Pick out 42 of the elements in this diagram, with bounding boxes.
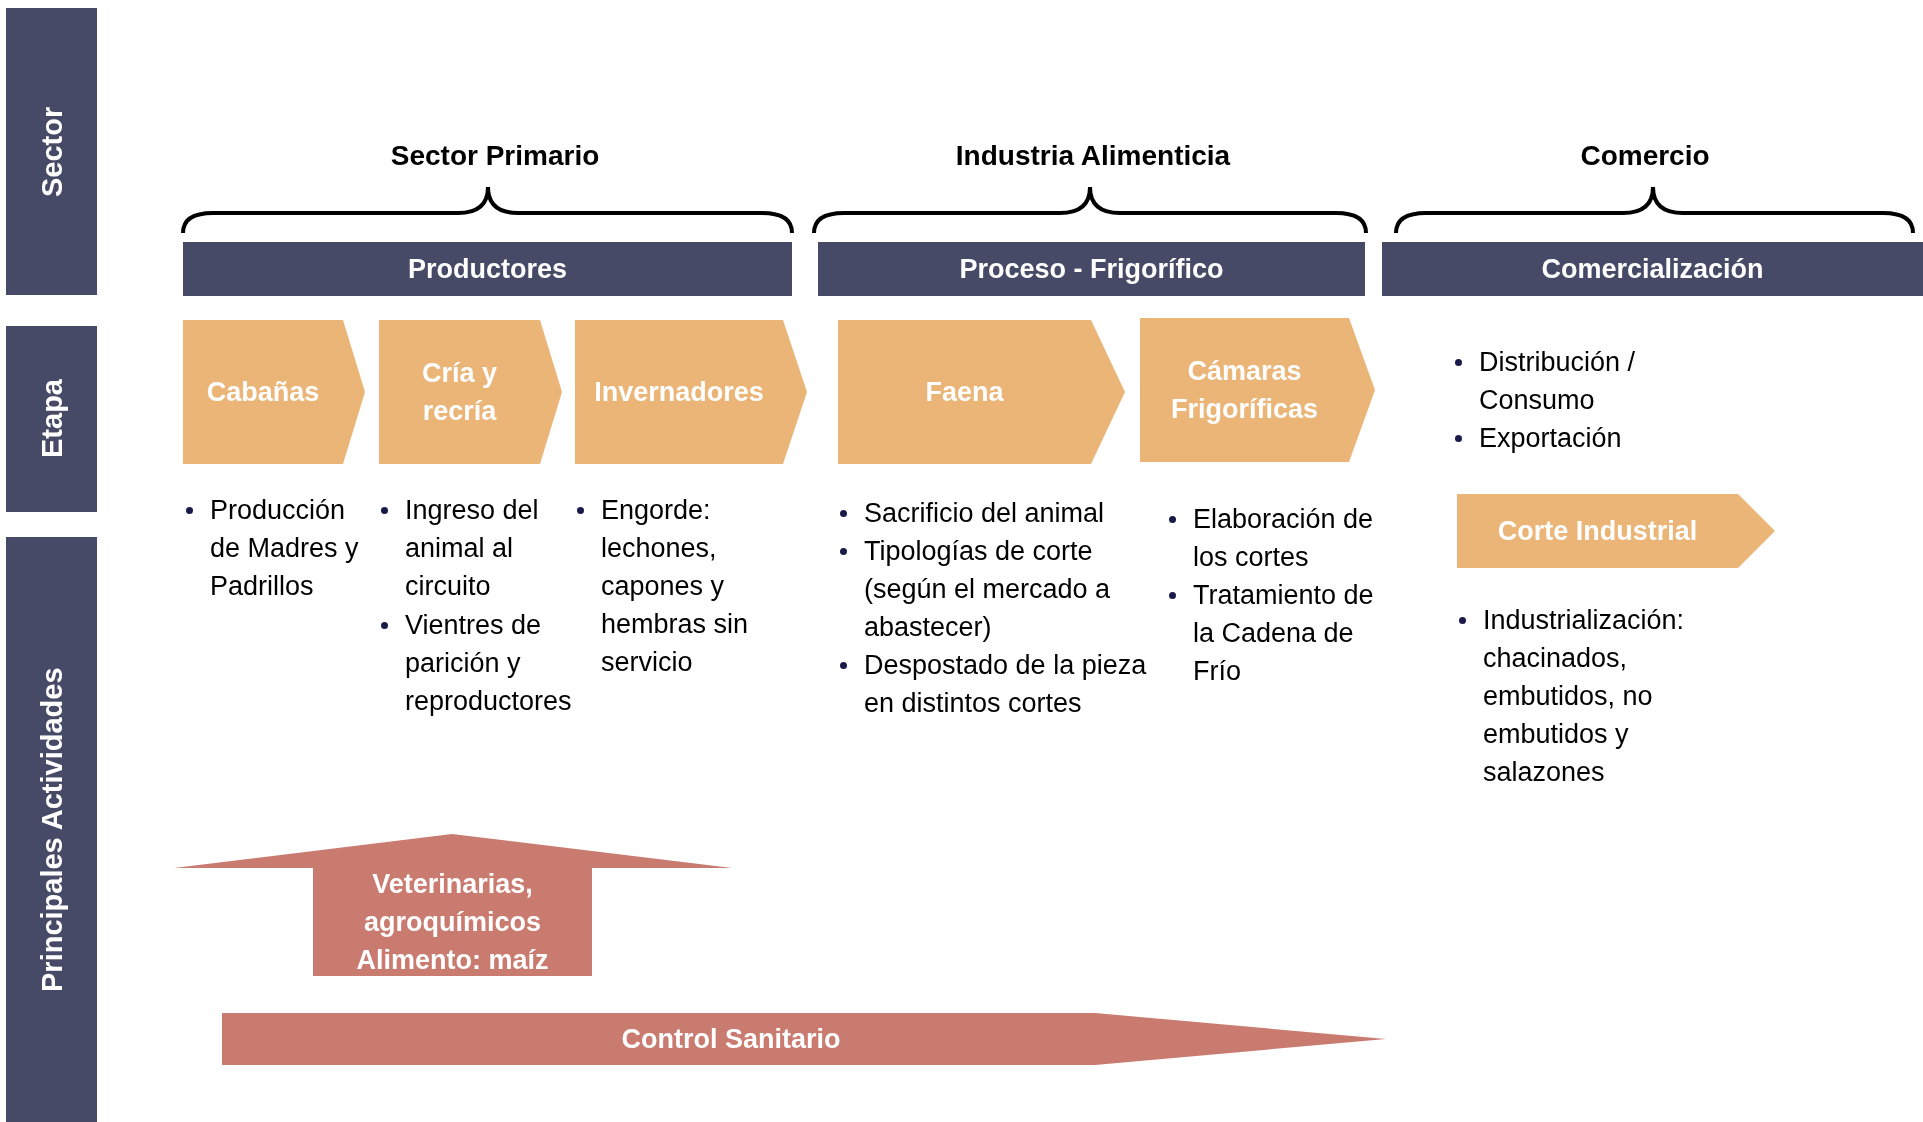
bullet-item: Exportación — [1453, 419, 1713, 457]
band-label: Principales Actividades — [34, 666, 69, 994]
bullet-item: Industrialización: chacinados, embutidos, no embutidos y salazones — [1457, 601, 1737, 791]
chevron-shape — [575, 320, 807, 464]
sector-title: Comercio — [1580, 140, 1710, 172]
bullet-item: Despostado de la pieza en distintos cortes — [838, 646, 1158, 722]
sidebar-band — [6, 8, 97, 295]
bullet-item: Engorde: lechones, capones y hembras sin servicio — [575, 491, 797, 681]
chevron-shape — [838, 320, 1125, 464]
chevron-shape — [183, 320, 365, 464]
sector-title: Sector Primario — [390, 140, 600, 172]
bullet-item: Sacrificio del animal — [838, 494, 1158, 532]
chevron-shape — [379, 320, 562, 464]
sidebar-band — [6, 326, 97, 512]
bullet-item: Producción de Madres y Padrillos — [184, 491, 374, 605]
bullet-item: Elaboración de los cortes — [1167, 500, 1392, 576]
stage-label: Cabañas — [205, 376, 321, 409]
arrow-label: Veterinarias, agroquímicos — [363, 868, 542, 939]
sidebar-band — [6, 537, 97, 1122]
band-label: Etapa — [34, 378, 69, 461]
bullet-item: Vientres de parición y reproductores — [379, 606, 571, 720]
band-label: Sector — [34, 105, 69, 199]
stage-label: Cámaras Frigoríficas — [1169, 355, 1319, 426]
bullet-item: Ingreso del animal al circuito — [379, 491, 571, 605]
stage-header-bar — [818, 242, 1365, 296]
bullet-item: Tratamiento de la Cadena de Frío — [1167, 576, 1392, 690]
stage-header-bar — [183, 242, 792, 296]
arrow-label: Control Sanitario — [620, 1023, 842, 1056]
header-label: Proceso - Frigorífico — [958, 253, 1225, 286]
stage-label: Cría y recría — [420, 357, 498, 428]
stage-label: Faena — [924, 376, 1005, 409]
chevron-shape — [1457, 494, 1775, 568]
header-label: Comercialización — [1540, 253, 1765, 286]
stage-header-bar — [1382, 242, 1923, 296]
stage-label: Invernadores — [593, 376, 765, 409]
sector-title: Industria Alimenticia — [955, 140, 1231, 172]
header-label: Productores — [406, 253, 568, 286]
bullet-item: Distribución / Consumo — [1453, 343, 1713, 419]
chevron-shape — [1140, 318, 1375, 462]
bullet-item: Tipologías de corte (según el mercado a abastecer) — [838, 532, 1158, 646]
arrow-label: Alimento: maíz — [356, 944, 549, 977]
stage-label: Corte Industrial — [1496, 515, 1699, 548]
